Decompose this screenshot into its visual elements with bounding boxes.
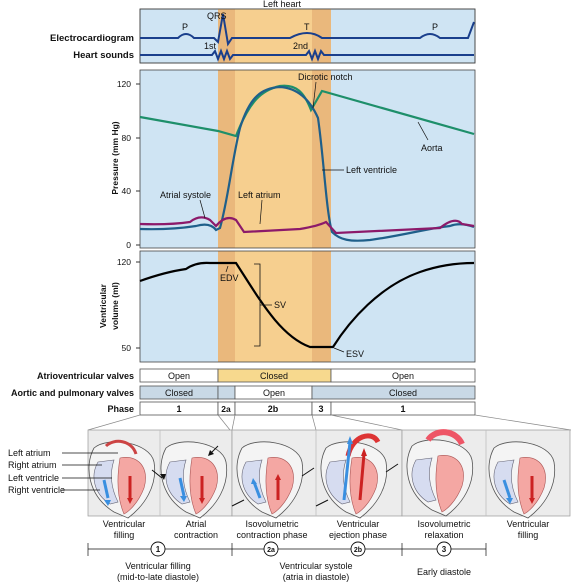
caption-5-line2: relaxation [424, 530, 463, 540]
atrial-systole-label: Atrial systole [160, 190, 211, 200]
caption-3-line2: contraction phase [236, 530, 307, 540]
ecg-qrs-label: QRS [207, 11, 227, 21]
sv-label: SV [274, 300, 286, 310]
first-heart-sound-label: 1st [204, 41, 217, 51]
esv-label: ESV [346, 349, 364, 359]
aorta-label: Aorta [421, 143, 443, 153]
av-state-2: Closed [260, 371, 288, 381]
phase-cell-3: 3 [318, 404, 323, 414]
heart-sounds-trace [140, 48, 474, 62]
ap-state-3: Closed [389, 388, 417, 398]
heart-structure-labels [62, 452, 118, 491]
left-ventricle-label: Left ventricle [346, 165, 397, 175]
caption-2-line2: contraction [174, 530, 218, 540]
caption-6-line2: filling [518, 530, 539, 540]
group-filling-line1: Ventricular filling [125, 561, 191, 571]
caption-1-line2: filling [114, 530, 135, 540]
av-valves-label: Atrioventricular valves [37, 371, 134, 381]
pressure-panel [136, 69, 476, 249]
left-ventricle-structure-label: Left ventricle [8, 473, 59, 483]
heart-atrial-contraction [151, 441, 228, 519]
pressure-axis-ticks [136, 83, 140, 246]
edv-label: EDV [220, 273, 239, 283]
ventricular-volume-curve [139, 261, 475, 349]
phase-cell-1: 1 [176, 404, 181, 414]
valve-table [139, 368, 476, 416]
pressure-tick-40: 40 [122, 186, 132, 196]
heart-sounds-row-label: Heart sounds [73, 50, 134, 61]
pressure-tick-120: 120 [117, 79, 131, 89]
badge-phase-1: 1 [156, 545, 161, 554]
phase-connectors [87, 414, 571, 431]
volume-axis-label-line1: Ventricular [98, 283, 108, 328]
ecg-row-label: Electrocardiogram [50, 33, 134, 44]
phase-badges [87, 541, 487, 557]
heart-ventricular-filling-1 [88, 439, 156, 519]
av-state-1: Open [168, 371, 190, 381]
caption-6-line1: Ventricular [507, 519, 550, 529]
group-systole-line1: Ventricular systole [279, 561, 352, 571]
badge-phase-3: 3 [442, 545, 447, 554]
right-atrium-structure-label: Right atrium [8, 460, 57, 470]
left-ventricle-pressure-curve [139, 85, 475, 242]
group-early-diastole: Early diastole [417, 567, 471, 577]
ecg-trace [140, 13, 475, 47]
pressure-tick-80: 80 [122, 133, 132, 143]
pressure-axis-label: Pressure (mm Hg) [110, 121, 120, 194]
volume-panel [136, 250, 476, 363]
volume-tick-50: 50 [122, 343, 132, 353]
pressure-tick-0: 0 [126, 240, 131, 250]
heart-ventricular-filling-2 [488, 441, 556, 519]
right-ventricle-structure-label: Right ventricle [8, 485, 65, 495]
caption-4-line1: Ventricular [337, 519, 380, 529]
volume-axis-label-line2: volume (ml) [110, 282, 120, 330]
caption-4-line2: ejection phase [329, 530, 387, 540]
ecg-panel: P QRS T P 1st 2nd [139, 8, 476, 64]
ap-valves-label: Aortic and pulmonary valves [11, 388, 134, 398]
ecg-p-wave-label: P [182, 22, 188, 32]
caption-5-line1: Isovolumetric [417, 519, 471, 529]
dicrotic-notch-label: Dicrotic notch [298, 72, 353, 82]
av-state-3: Open [392, 371, 414, 381]
phase-cell-1b: 1 [400, 404, 405, 414]
phase-cell-2b: 2b [268, 404, 279, 414]
left-atrium-structure-label: Left atrium [8, 448, 51, 458]
left-atrium-curve-label: Left atrium [238, 190, 281, 200]
left-heart-label: Left heart [263, 0, 302, 9]
left-atrium-pressure-curve [139, 216, 475, 235]
heart-isovolumetric-relaxation [406, 429, 474, 517]
badge-phase-2b: 2b [354, 547, 362, 554]
heart-ventricular-ejection [315, 433, 399, 519]
caption-2-line1: Atrial [186, 519, 207, 529]
heart-isovolumetric-contraction [231, 441, 315, 519]
second-heart-sound-label: 2nd [293, 41, 308, 51]
caption-1-line1: Ventricular [103, 519, 146, 529]
ap-state-2: Open [263, 388, 285, 398]
phase-cell-2a: 2a [221, 404, 231, 414]
ap-state-1: Closed [165, 388, 193, 398]
ecg-t-wave-label: T [304, 22, 310, 32]
ecg-p-wave-2-label: P [432, 22, 438, 32]
badge-phase-2a: 2a [267, 547, 275, 554]
phase-row-label: Phase [107, 404, 134, 414]
caption-3-line1: Isovolumetric [245, 519, 299, 529]
group-filling-line2: (mid-to-late diastole) [117, 572, 199, 582]
group-systole-line2: (atria in diastole) [283, 572, 350, 582]
volume-tick-120: 120 [117, 257, 131, 267]
